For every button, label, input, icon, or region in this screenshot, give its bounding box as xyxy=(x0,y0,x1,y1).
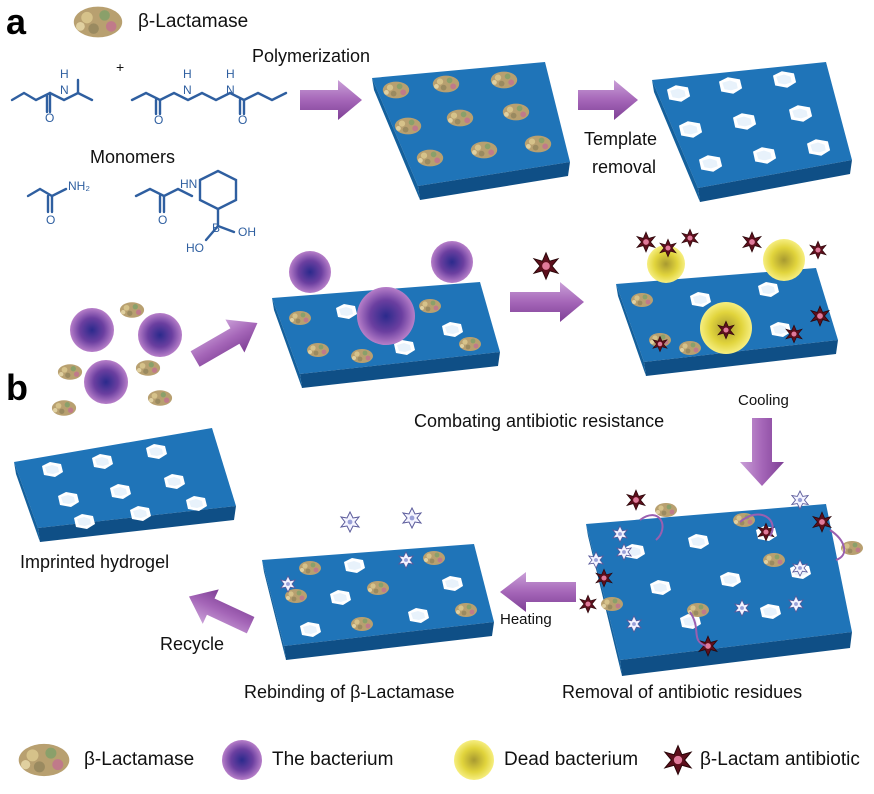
chem-b: B xyxy=(212,221,221,235)
beta-lactamase-icon-top xyxy=(73,6,123,38)
chem-h-1: H xyxy=(60,67,69,81)
cooling-arrow xyxy=(740,418,784,486)
legend-antibiotic-star-icon xyxy=(664,745,692,775)
free-bacteria-and-enzymes xyxy=(51,302,182,416)
imprinted-hydrogel-label: Imprinted hydrogel xyxy=(20,552,170,572)
legend-label-beta-lactamase: β-Lactamase xyxy=(84,749,195,770)
top-beta-lactamase-label: β-Lactamase xyxy=(138,11,249,32)
legend-dead-bacterium-icon xyxy=(454,740,494,780)
panel-a-letter: a xyxy=(6,1,27,42)
chem-o-4: O xyxy=(46,213,56,227)
monomer-mbaa-structure xyxy=(130,91,288,116)
chem-nh2: NH₂ xyxy=(68,179,90,193)
chem-o-3: O xyxy=(238,113,248,127)
combating-label: Combating antibiotic resistance xyxy=(414,411,665,431)
panel-b-letter: b xyxy=(6,367,28,408)
legend-label-antibiotic: β-Lactam antibiotic xyxy=(700,749,860,770)
chem-oh: OH xyxy=(238,225,256,239)
chem-hn: HN xyxy=(180,177,198,191)
hydrogel-slab-rebinding xyxy=(262,507,494,660)
polymerization-label: Polymerization xyxy=(252,46,371,66)
chem-h-2: H xyxy=(183,67,192,81)
hydrogel-slab-with-templates xyxy=(372,62,570,200)
chem-n-2: N xyxy=(183,83,192,97)
hydrogel-slab-binding-bacteria xyxy=(272,241,500,388)
chem-o-2: O xyxy=(154,113,164,127)
chem-n-1: N xyxy=(60,83,69,97)
plus-sign: + xyxy=(116,59,125,75)
imprinted-hydrogel-slab xyxy=(14,428,236,542)
heating-label: Heating xyxy=(500,611,552,628)
recycle-arrow xyxy=(188,589,255,634)
recycle-label: Recycle xyxy=(160,634,225,654)
removal-label: Removal of antibiotic residues xyxy=(562,682,803,702)
legend-label-dead-bacterium: Dead bacterium xyxy=(504,749,639,770)
monomer-boronic-structure xyxy=(134,169,238,242)
cooling-label: Cooling xyxy=(738,392,789,409)
monomer-nipam-structure xyxy=(10,78,94,114)
capture-arrow xyxy=(190,319,258,367)
monomers-label: Monomers xyxy=(90,147,176,167)
monomer-acrylamide-structure xyxy=(26,187,68,214)
hydrogel-slab-dead-bacteria xyxy=(616,228,838,376)
legend-beta-lactamase-icon xyxy=(18,743,70,777)
template-removal-line2: removal xyxy=(592,157,657,177)
hydrogel-slab-removal xyxy=(579,489,863,676)
chem-ho: HO xyxy=(186,241,204,255)
legend-bacterium-icon xyxy=(222,740,262,780)
rebinding-label: Rebinding of β-Lactamase xyxy=(244,682,455,702)
chem-o-5: O xyxy=(158,213,168,227)
combating-arrow xyxy=(510,282,584,322)
heating-arrow xyxy=(500,572,576,612)
legend-label-bacterium: The bacterium xyxy=(272,749,394,770)
chem-h-3: H xyxy=(226,67,235,81)
chem-n-3: N xyxy=(226,83,235,97)
template-removal-line1: Template xyxy=(584,129,658,149)
chem-o-1: O xyxy=(45,111,55,125)
template-removal-arrow xyxy=(578,80,638,120)
polymerization-arrow xyxy=(300,80,362,120)
hydrogel-slab-with-cavities xyxy=(652,62,852,202)
